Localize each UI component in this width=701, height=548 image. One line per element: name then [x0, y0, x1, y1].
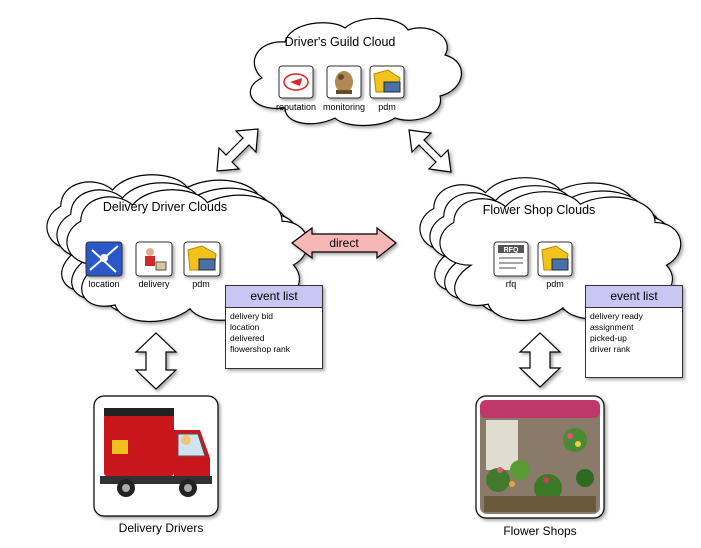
direct-link-arrow — [291, 226, 397, 260]
delivery-truck-photo — [93, 395, 219, 517]
shops-label: Flower Shops — [503, 524, 577, 538]
event-list-header: event list — [226, 286, 322, 308]
driver-clouds-title: Delivery Driver Clouds — [103, 200, 227, 214]
guild-cloud-title: Driver's Guild Cloud — [285, 35, 396, 49]
guild-driver-link-arrow — [216, 128, 259, 172]
flower-service-label: pdm — [546, 279, 564, 289]
driver-service-label: location — [88, 279, 119, 289]
guild-service-label: monitoring — [323, 102, 365, 112]
svg-text:RFQ: RFQ — [504, 247, 519, 254]
shop-event-list: event list delivery ready assignment pic… — [585, 285, 683, 378]
list-item: location — [230, 322, 260, 332]
drivers-label: Delivery Drivers — [118, 521, 204, 535]
list-item: picked-up — [590, 333, 627, 343]
list-item: delivered — [230, 333, 265, 343]
event-list-items: delivery bid location delivered flowersh… — [226, 308, 322, 358]
event-list-items: delivery ready assignment picked-up driv… — [586, 308, 682, 358]
flower-shop-photo — [475, 395, 605, 519]
list-item: driver rank — [590, 344, 631, 354]
monitoring-dog-icon — [326, 65, 362, 99]
pdm-folder-icon — [369, 65, 405, 99]
guild-flower-link-arrow — [408, 129, 452, 173]
driver-event-list: event list delivery bid location deliver… — [225, 285, 323, 369]
list-item: assignment — [590, 322, 634, 332]
reputation-logo-icon — [278, 65, 314, 99]
flower-service-label: rfq — [506, 279, 517, 289]
list-item: flowershop rank — [230, 344, 291, 354]
driver-cloud-link-arrow — [134, 332, 178, 390]
driver-service-label: delivery — [138, 279, 170, 289]
list-item: delivery bid — [230, 311, 273, 321]
direct-link-label: direct — [329, 236, 359, 250]
event-list-header: event list — [586, 286, 682, 308]
list-item: delivery ready — [590, 311, 643, 321]
guild-service-label: reputation — [276, 102, 316, 112]
pdm-folder-icon — [183, 241, 221, 277]
guild-service-label: pdm — [378, 102, 396, 112]
shop-cloud-link-arrow — [518, 332, 562, 388]
delivery-person-icon — [135, 241, 173, 277]
location-map-icon — [85, 241, 123, 277]
driver-service-label: pdm — [192, 279, 210, 289]
flower-clouds-title: Flower Shop Clouds — [483, 203, 596, 217]
pdm-folder-icon — [537, 241, 573, 277]
rfq-document-icon: RFQ — [493, 241, 529, 277]
